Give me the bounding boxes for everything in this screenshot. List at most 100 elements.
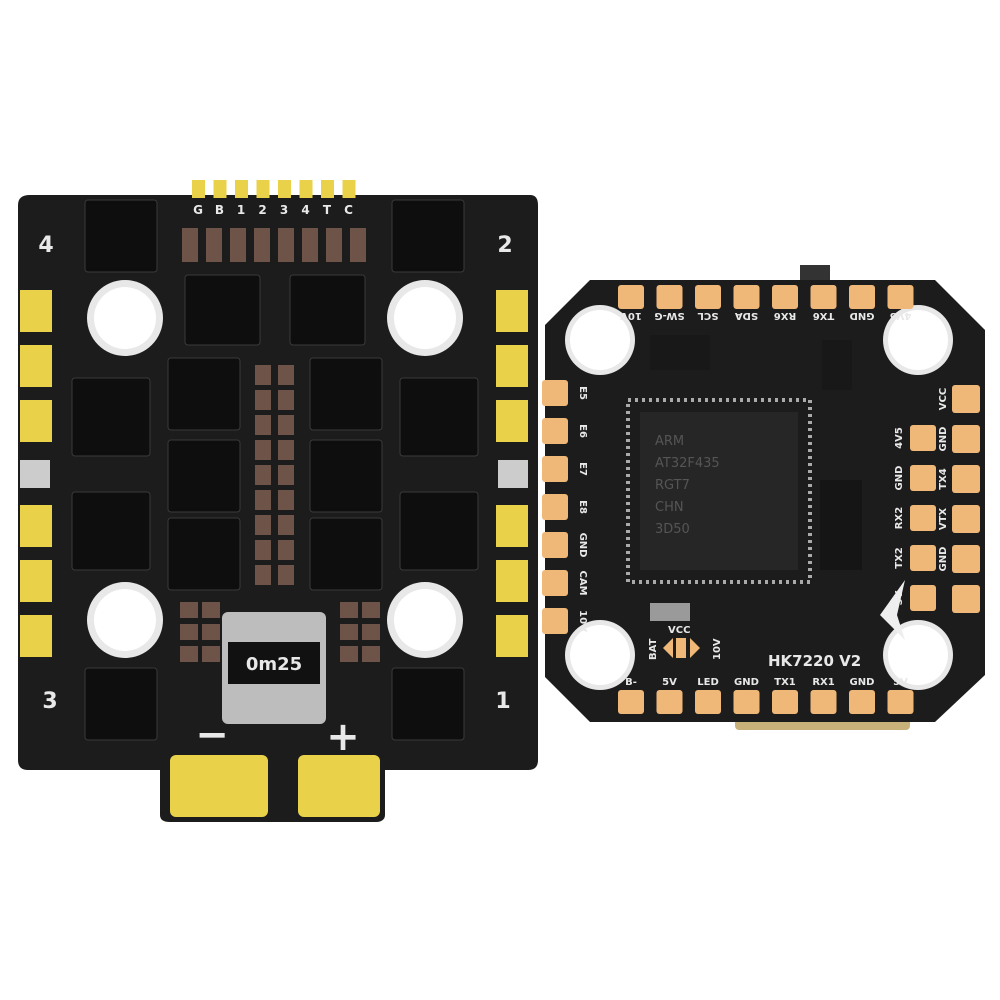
solder-pad: [733, 690, 760, 714]
pin-label: 2: [258, 203, 266, 217]
capacitor: [255, 540, 271, 560]
capacitor: [278, 515, 294, 535]
solder-pad: [695, 285, 721, 309]
solder-pad: [656, 690, 683, 714]
top-pin-label: SCL: [697, 310, 719, 321]
vcc-label: VCC: [668, 625, 690, 636]
mcu-marking: CHN: [655, 500, 684, 515]
capacitor: [362, 602, 380, 618]
left-pin-label: E6: [577, 424, 588, 438]
solder-pad: [952, 545, 980, 573]
solder-pad: [772, 690, 798, 714]
pad: [20, 460, 50, 488]
capacitor: [278, 365, 294, 385]
capacitor: [278, 440, 294, 460]
motor-label-2: 2: [497, 233, 512, 258]
mosfet: [399, 491, 479, 571]
capacitor: [326, 228, 342, 262]
solder-pad: [849, 285, 875, 309]
mosfet: [309, 357, 383, 431]
solder-pad: [952, 585, 980, 613]
10v-label: 10V: [712, 638, 723, 660]
solder-pad: [542, 608, 568, 634]
bottom-pin-label: LED: [697, 677, 719, 688]
motor-label-1: 1: [495, 689, 510, 714]
solder-pad: [810, 285, 837, 309]
mcu-marking: 3D50: [655, 522, 690, 537]
solder-pad: [952, 505, 980, 533]
pin-label: 1: [237, 203, 245, 217]
right-pin-label: GND: [894, 466, 905, 491]
bottom-pin-label: GND: [850, 677, 875, 688]
left-pin-label: E7: [577, 462, 588, 476]
plus-label: +: [326, 714, 360, 760]
connector-pin: [299, 180, 313, 198]
bat-label: BAT: [648, 638, 659, 660]
capacitor: [278, 465, 294, 485]
capacitor: [255, 365, 271, 385]
connector-pin: [278, 180, 291, 198]
esc-connector-pins: [192, 180, 356, 198]
pin-label: C: [344, 203, 353, 217]
capacitor: [255, 515, 271, 535]
solder-pad: [618, 690, 644, 714]
solder-pad: [849, 690, 875, 714]
capacitor: [255, 390, 271, 410]
bottom-pin-label: 5V: [893, 677, 908, 688]
solder-pad: [910, 465, 936, 491]
left-pin-label: CAM: [577, 570, 588, 595]
mosfet: [71, 377, 151, 457]
right-pin-label: 4V5: [894, 427, 905, 449]
left-pin-label: 10V: [577, 610, 588, 632]
motor-label-4: 4: [38, 233, 53, 258]
top-pin-label: TX6: [813, 310, 835, 321]
mcu-marking: ARM: [655, 434, 684, 449]
mcu-marking: AT32F435: [655, 456, 720, 471]
mosfet: [184, 274, 261, 346]
right-pin-label: RX2: [894, 507, 905, 529]
corner-holes: [565, 305, 953, 690]
right-pin-label: GND: [938, 427, 949, 452]
pin-label: 4: [301, 203, 309, 217]
bat-jumper: [663, 638, 700, 658]
capacitor: [362, 646, 380, 662]
motor-pad: [20, 505, 52, 547]
bottom-pin-label: B-: [625, 677, 637, 688]
connector-pin: [213, 180, 227, 198]
solder-pad: [810, 690, 837, 714]
mosfet: [71, 491, 151, 571]
mosfet: [167, 517, 241, 591]
motor-pad: [496, 505, 528, 547]
capacitor: [180, 624, 198, 640]
capacitor: [350, 228, 366, 262]
capacitor: [278, 415, 294, 435]
top-pin-label: 10V: [620, 310, 642, 321]
solder-pad: [772, 285, 798, 309]
pin-label: G: [193, 203, 203, 217]
capacitor: [180, 646, 198, 662]
capacitor: [255, 565, 271, 585]
capacitor: [254, 228, 270, 262]
mosfet: [391, 667, 465, 741]
solder-pad: [887, 690, 914, 714]
pin-label: 3: [280, 203, 288, 217]
motor-pad: [496, 400, 528, 442]
motor-pad: [496, 615, 528, 657]
solder-pad: [542, 418, 568, 444]
left-pin-label: GND: [577, 533, 588, 558]
solder-pad: [618, 285, 644, 309]
mosfet: [309, 439, 383, 513]
mosfet: [84, 199, 158, 273]
mosfet: [399, 377, 479, 457]
connector-pin: [321, 180, 334, 198]
motor-pad: [496, 560, 528, 602]
direction-arrow: [880, 580, 905, 640]
right-pin-label: VTX: [938, 508, 949, 531]
top-pin-label: GND: [850, 310, 875, 321]
solder-pad: [542, 494, 568, 520]
motor-pad: [20, 345, 52, 387]
mcu-marking: RGT7: [655, 478, 690, 493]
